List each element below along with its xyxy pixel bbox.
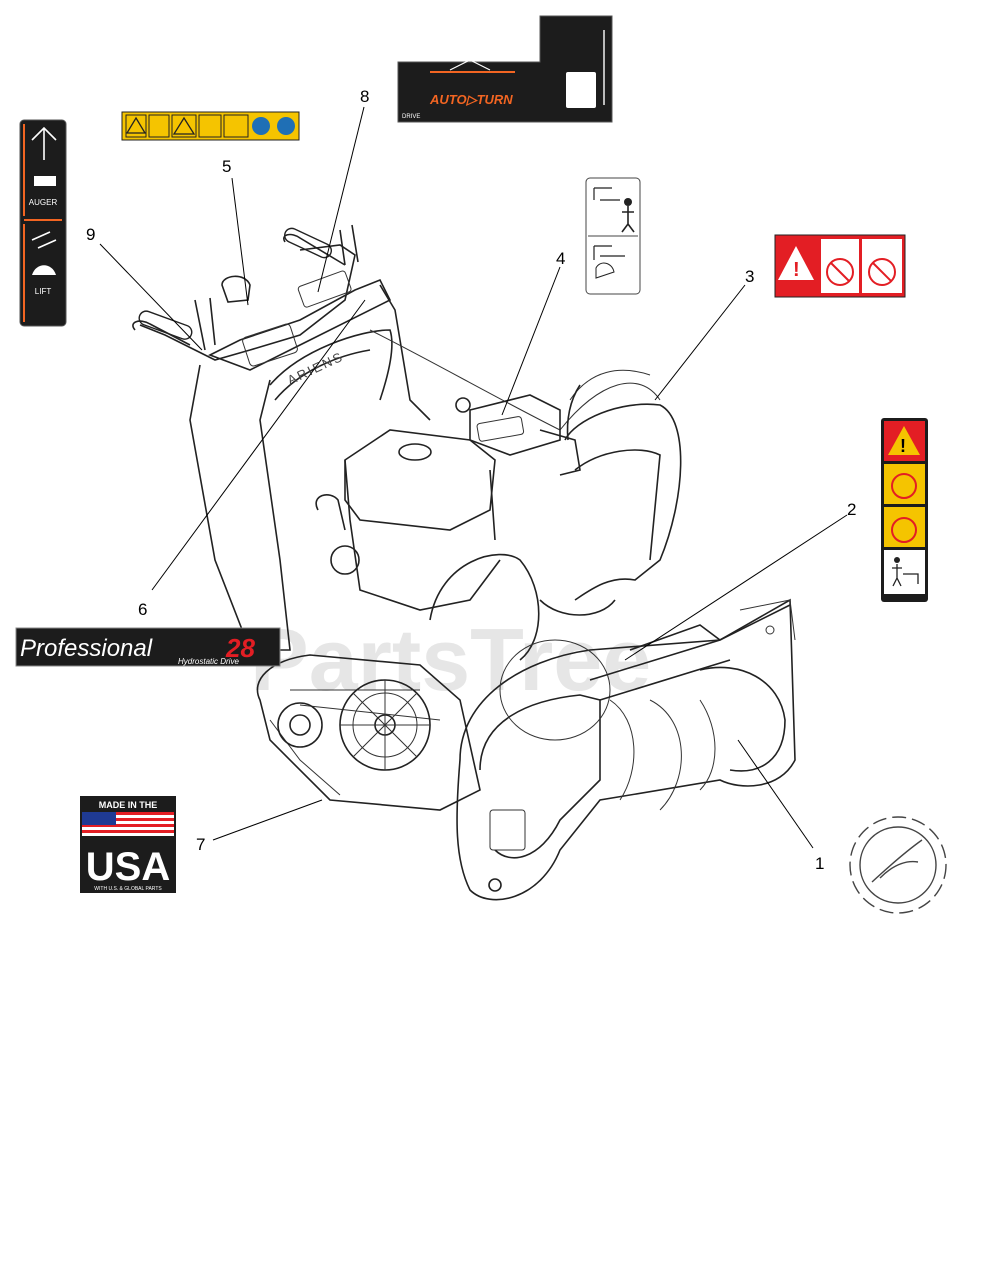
callout-3: 3 xyxy=(745,267,754,286)
decal-professional-28: Professional 28 Hydrostatic Drive xyxy=(15,627,281,667)
callout-7: 7 xyxy=(196,835,205,854)
person-icon xyxy=(894,557,900,563)
callout-2: 2 xyxy=(847,500,856,519)
decal-instruction xyxy=(585,177,641,295)
callout-numbers: 1 2 3 4 5 6 7 8 9 xyxy=(86,87,856,873)
hydrostatic-label: Hydrostatic Drive xyxy=(178,657,239,666)
decal-safety-strip xyxy=(121,111,300,141)
callout-leaders xyxy=(99,106,848,849)
svg-text:!: ! xyxy=(900,436,906,456)
usa-label: USA xyxy=(86,845,170,889)
warning-triangle-icon xyxy=(778,246,814,280)
callout-4: 4 xyxy=(556,249,565,268)
watermark: PartsTree xyxy=(250,610,651,709)
eye-protection-icon xyxy=(277,117,295,135)
no-hands-icon xyxy=(868,258,896,286)
auger-icon xyxy=(34,176,56,186)
snowblower-drawing: ARIENS xyxy=(132,224,796,901)
auger-label: AUGER xyxy=(29,198,58,207)
lift-label: LIFT xyxy=(35,287,52,296)
warning-triangle-icon xyxy=(888,426,920,455)
auger-icon xyxy=(595,262,615,279)
callout-6: 6 xyxy=(138,600,147,619)
control-indicator xyxy=(566,72,596,108)
made-in-the-label: MADE IN THE xyxy=(99,800,158,810)
ariens-gear-logo-icon xyxy=(849,816,947,914)
handle-icon xyxy=(449,59,491,71)
svg-text:!: ! xyxy=(793,259,800,281)
lever-icon xyxy=(31,126,57,160)
decal-autoturn: AUTO▷TURN DRIVE xyxy=(397,15,613,123)
us-flag-icon xyxy=(82,812,174,836)
no-hands-icon xyxy=(826,258,854,286)
decal-auger-lift: AUGER LIFT xyxy=(19,119,67,327)
drive-label: DRIVE xyxy=(402,114,420,120)
no-hands-icon xyxy=(891,517,917,543)
person-icon xyxy=(624,198,632,206)
lift-lever-icon xyxy=(31,231,57,249)
autoturn-label: AUTO▷TURN xyxy=(429,92,513,107)
warning-triangle-icon xyxy=(172,116,196,135)
global-parts-label: WITH U.S. & GLOBAL PARTS xyxy=(94,886,162,892)
decal-warning-vertical: ! xyxy=(881,418,928,602)
read-manual-icon xyxy=(252,117,270,135)
callout-8: 8 xyxy=(360,87,369,106)
no-hands-icon xyxy=(891,473,917,499)
callout-1: 1 xyxy=(815,854,824,873)
professional-label: Professional xyxy=(20,635,153,662)
callout-5: 5 xyxy=(222,157,231,176)
model-number: 28 xyxy=(225,633,255,663)
decal-warning-horizontal: ! xyxy=(774,234,906,298)
decal-made-in-usa: MADE IN THE USA WITH U.S. & GLOBAL PARTS xyxy=(80,796,176,893)
chute-icon xyxy=(32,265,56,275)
warning-triangle-icon xyxy=(125,116,147,134)
callout-9: 9 xyxy=(86,225,95,244)
